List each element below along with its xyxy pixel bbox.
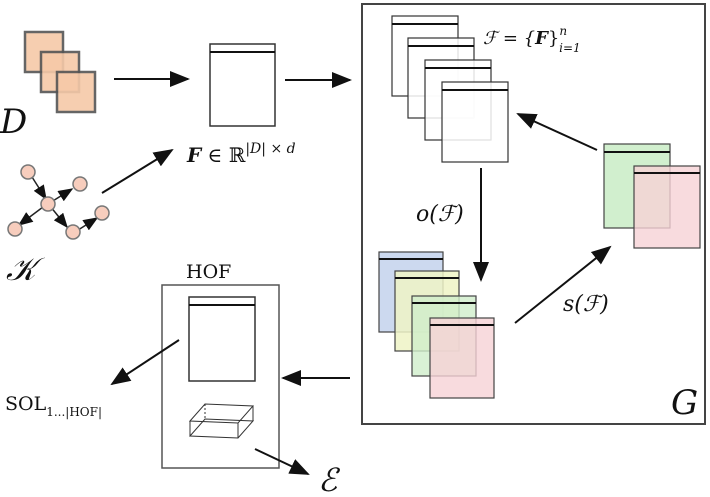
hof-cuboid-icon bbox=[188, 403, 255, 439]
population-stack-icon bbox=[391, 15, 509, 163]
population-lhs: ℱ = { bbox=[483, 28, 535, 49]
feature-matrix-rest: ∈ ℝ bbox=[201, 143, 246, 167]
hof-box bbox=[161, 284, 280, 469]
population-sub: i=1 bbox=[559, 41, 581, 55]
sol-sub: 1...|HOF| bbox=[46, 405, 102, 419]
population-bold: F bbox=[534, 28, 549, 49]
feature-matrix-icon bbox=[209, 43, 276, 127]
arrow-s-operator bbox=[514, 245, 612, 324]
arrow-hof-to-e bbox=[254, 448, 310, 475]
hof-label: HOF bbox=[186, 261, 231, 283]
g-box bbox=[361, 3, 706, 425]
arrow-graph-to-matrix bbox=[101, 148, 174, 194]
population-label: ℱ = {F}n i=1 bbox=[483, 24, 581, 55]
feature-matrix-bold: F bbox=[186, 143, 203, 167]
offspring-stack-icon bbox=[378, 251, 495, 399]
arrow-hof-to-sol bbox=[110, 339, 180, 386]
s-operator-label: s(ℱ) bbox=[563, 292, 609, 317]
sol-label: SOL1...|HOF| bbox=[5, 393, 102, 419]
g-label: G bbox=[671, 383, 698, 423]
o-operator-label: o(ℱ) bbox=[416, 202, 464, 227]
hof-matrix-icon bbox=[188, 296, 256, 382]
selected-stack-icon bbox=[603, 143, 701, 249]
feature-matrix-sup: |D| × d bbox=[245, 141, 295, 157]
feature-matrix-label: F ∈ ℝ|D| × d bbox=[186, 141, 296, 167]
e-label: ℰ bbox=[318, 461, 341, 497]
arrow-selected-to-population bbox=[516, 113, 598, 151]
knowledge-graph-label: 𝒦 bbox=[6, 250, 46, 288]
dataset-label: D bbox=[0, 102, 27, 142]
dataset-stack-icon bbox=[23, 30, 97, 114]
population-sup: n bbox=[559, 24, 567, 38]
knowledge-graph-icon bbox=[7, 164, 110, 240]
sol-main: SOL bbox=[5, 393, 47, 415]
population-rhs: } bbox=[548, 28, 559, 49]
